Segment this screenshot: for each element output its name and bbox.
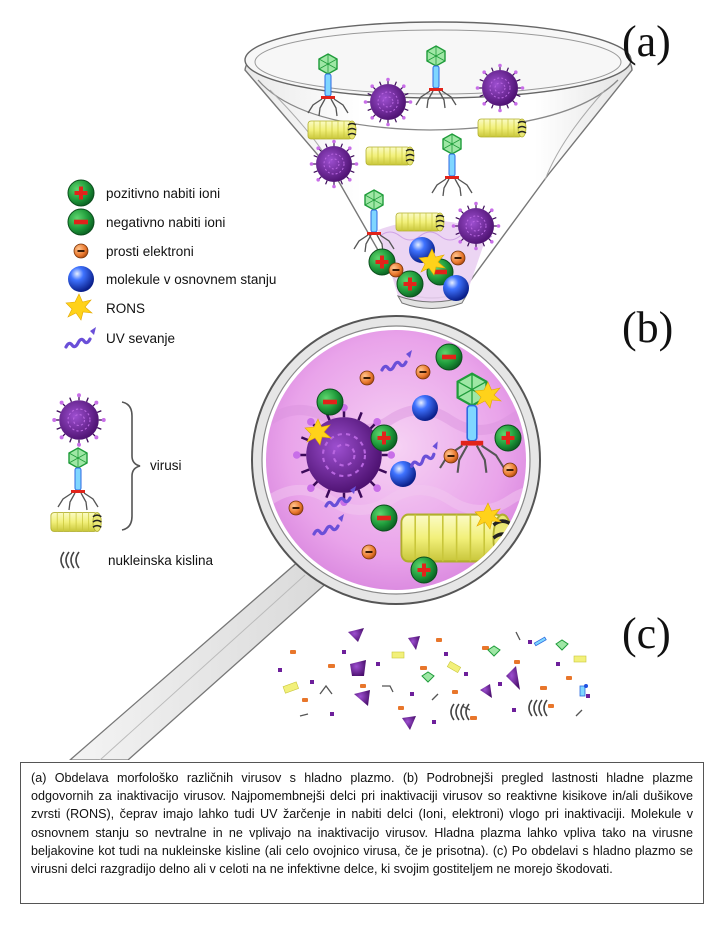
- legend-rons: RONS: [106, 295, 145, 321]
- legend-label: molekule v osnovnem stanju: [106, 271, 277, 287]
- legend-label: RONS: [106, 300, 146, 316]
- magnifier-lens-panel-b: [251, 315, 541, 605]
- legend-label: negativno nabiti ioni: [106, 214, 226, 230]
- panel-label-a: (a): [622, 17, 671, 66]
- nucleic-acid-label: nukleinska kislina: [108, 553, 214, 568]
- legend-label: prosti elektroni: [106, 243, 194, 259]
- legend-molecule: molekule v osnovnem stanju: [106, 266, 276, 292]
- panel-label-c: (c): [622, 609, 671, 658]
- caption-box: (a) Obdelava morfološko različnih viruso…: [20, 762, 704, 904]
- legend-label: UV sevanje: [106, 330, 176, 346]
- figure-illustration: [50, 21, 633, 760]
- legend-symbols: [50, 179, 141, 569]
- legend-uv: UV sevanje: [106, 325, 175, 351]
- debris-panel-c: [278, 628, 590, 730]
- viruses-label: virusi: [150, 458, 182, 473]
- funnel-panel-a: [244, 21, 633, 309]
- legend-positive-ion: pozitivno nabiti ioni: [106, 180, 220, 206]
- figure-caption: (a) Obdelava morfološko različnih viruso…: [31, 771, 693, 877]
- legend-electron: prosti elektroni: [106, 238, 194, 264]
- legend-label: pozitivno nabiti ioni: [106, 185, 221, 201]
- panel-label-b: (b): [622, 303, 674, 352]
- magnifier-handle: [69, 559, 332, 760]
- legend-negative-ion: negativno nabiti ioni: [106, 209, 225, 235]
